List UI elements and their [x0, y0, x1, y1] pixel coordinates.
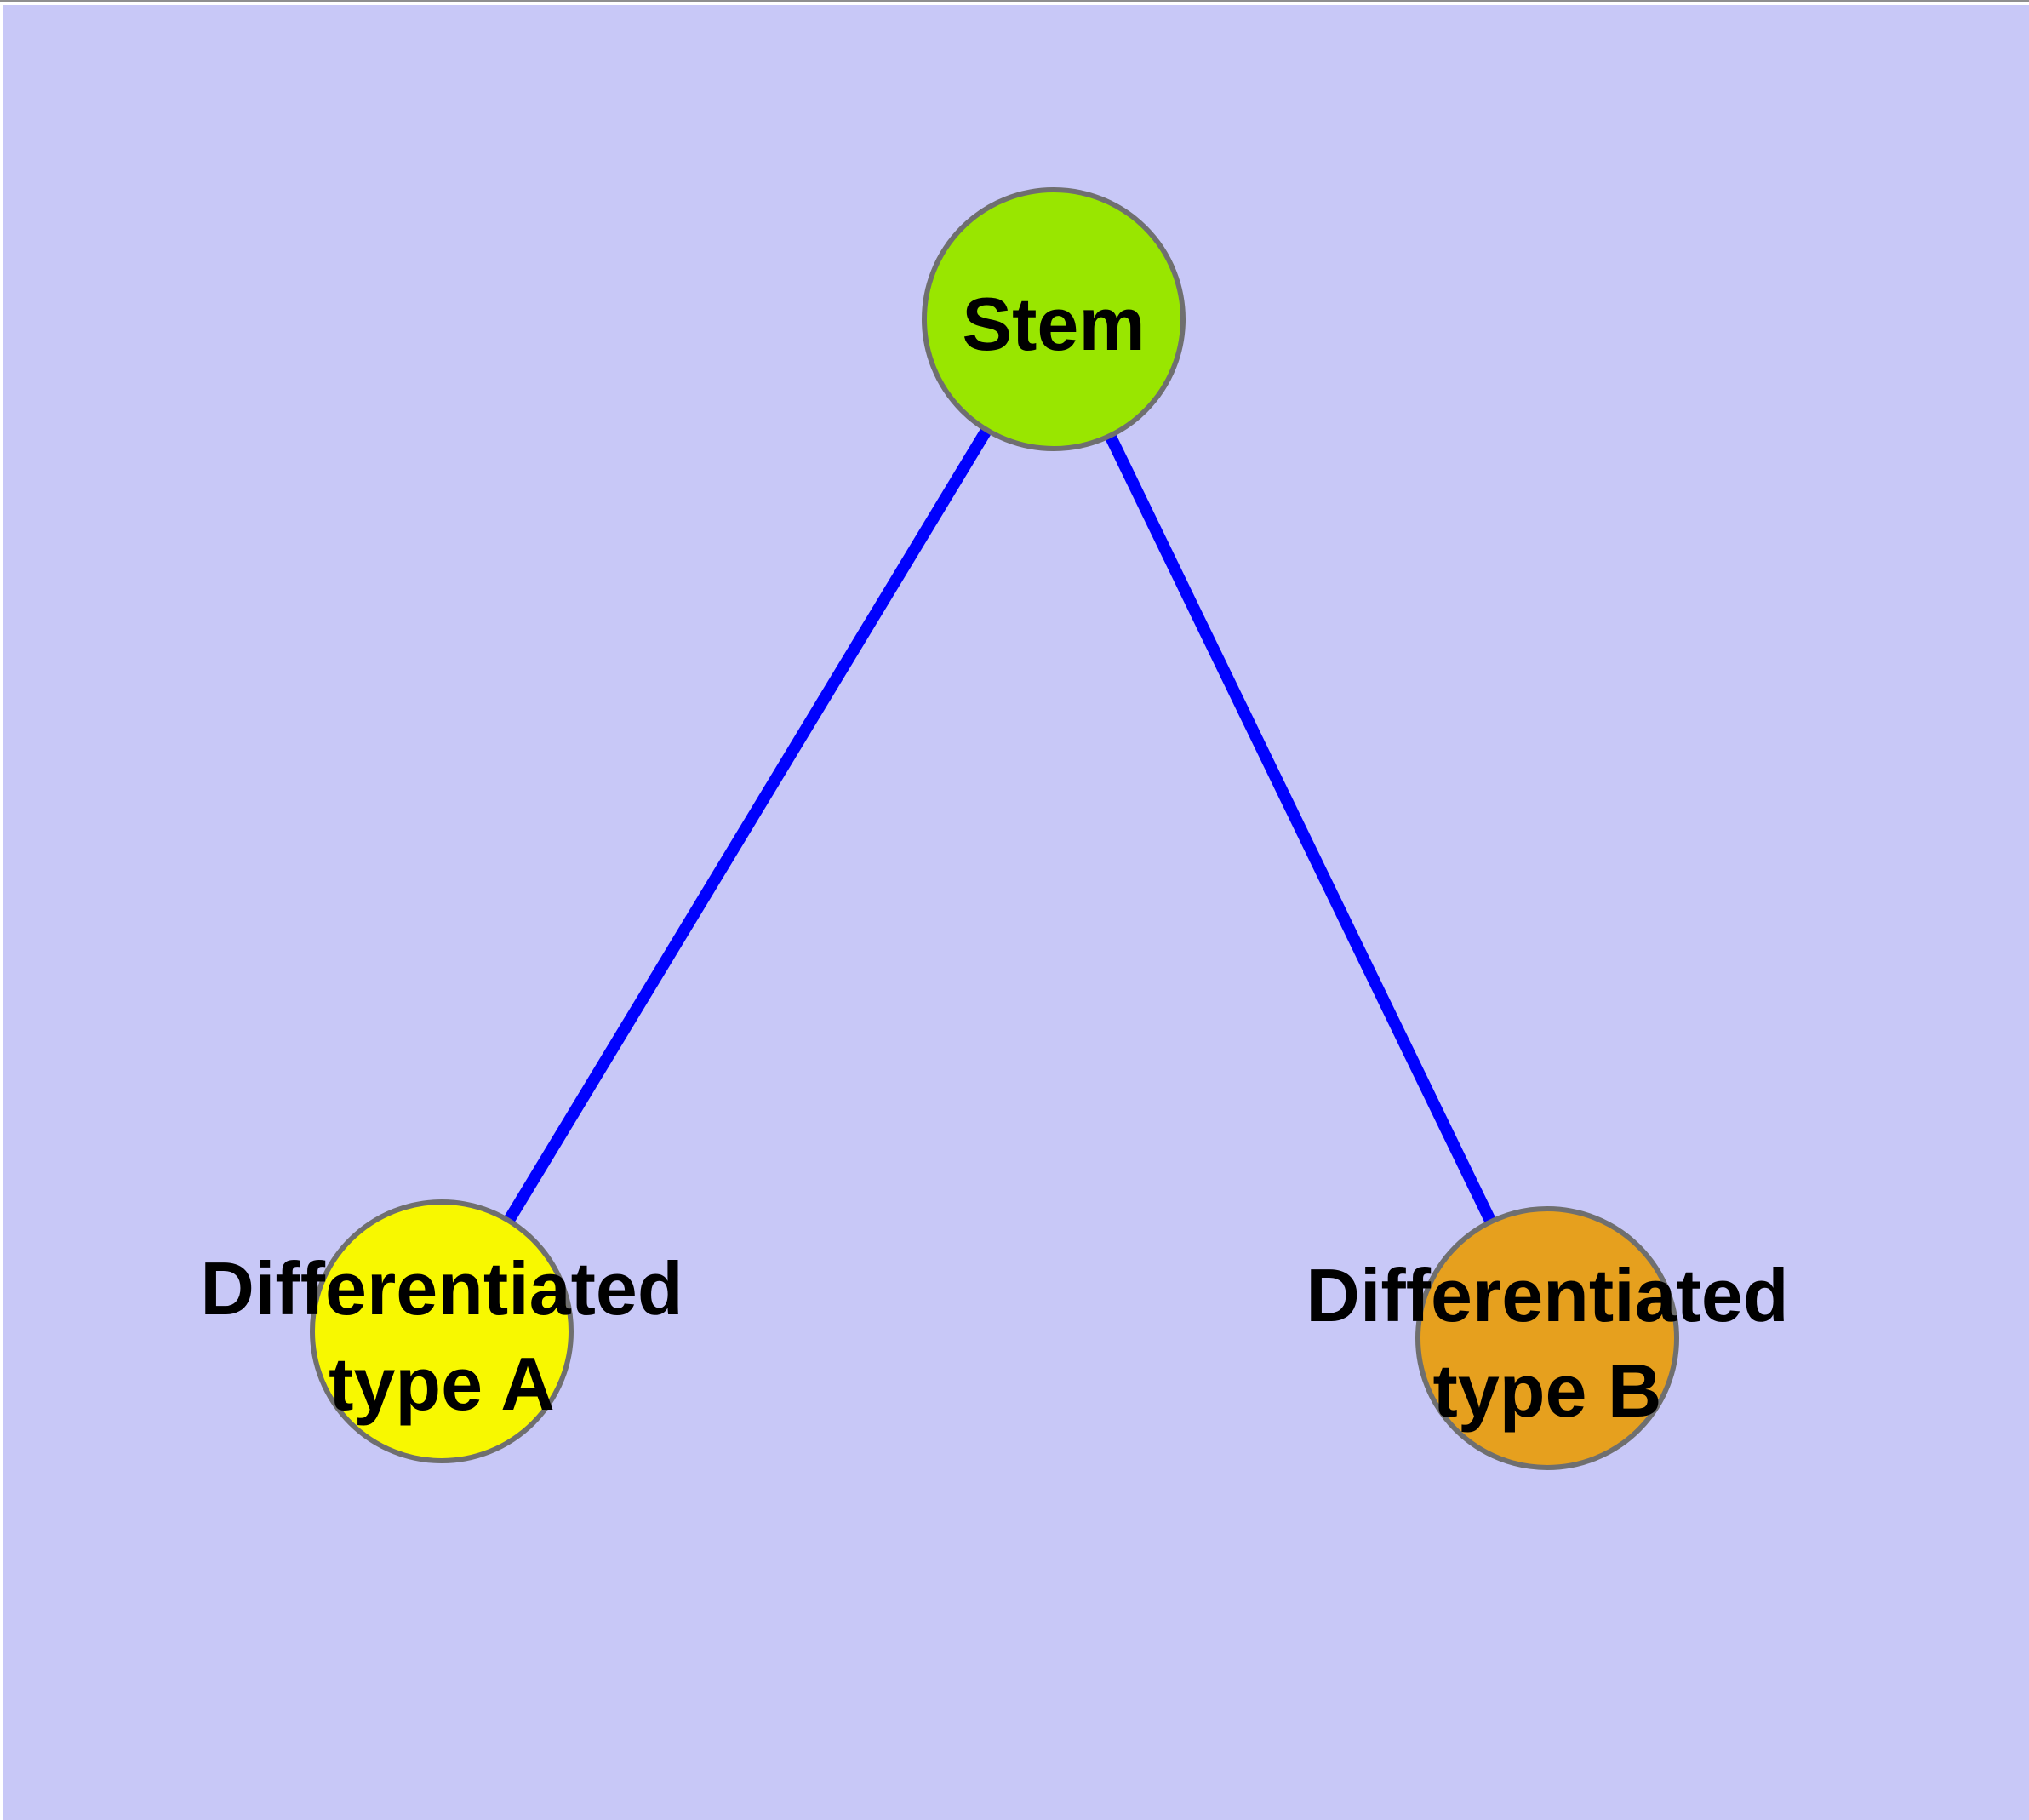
- node-label-differentiated-type-b: Differentiated type B: [1306, 1253, 1788, 1433]
- node-label-differentiated-type-a: Differentiated type A: [200, 1246, 683, 1426]
- node-circle-differentiated-type-b: [1415, 1206, 1679, 1470]
- node-label-line: type A: [329, 1342, 555, 1426]
- top-edge-line: [0, 0, 2029, 2]
- node-label-line: Differentiated: [1306, 1253, 1788, 1337]
- node-circle-differentiated-type-a: [310, 1199, 574, 1463]
- edge-stem-to-differentiated-type-b: [1048, 316, 1553, 1342]
- node-label-stem: Stem: [962, 282, 1145, 366]
- node-circle-stem: [922, 187, 1186, 451]
- node-label-line: Stem: [962, 282, 1145, 366]
- edge-stem-to-differentiated-type-a: [437, 316, 1059, 1335]
- node-label-line: type B: [1433, 1348, 1662, 1433]
- node-label-line: Differentiated: [200, 1246, 683, 1331]
